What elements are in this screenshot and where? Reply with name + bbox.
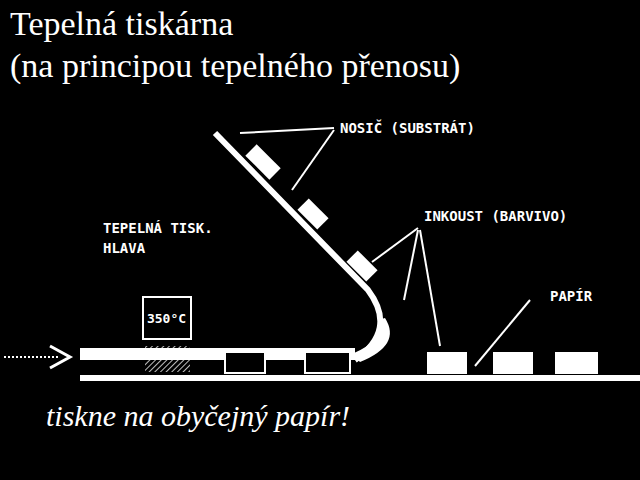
carrier-ribbon — [215, 133, 380, 360]
ink-block — [297, 198, 328, 229]
part-label: PAPÍR — [550, 286, 592, 306]
ink-block — [225, 352, 265, 373]
subtitle: (na principou tepelného přenosu) — [10, 46, 460, 86]
temperature-label: 350°C — [147, 311, 186, 326]
ink-block — [346, 250, 377, 281]
ink-block — [352, 318, 390, 362]
title: Tepelná tiskárna — [10, 4, 233, 44]
leader-lines — [240, 128, 530, 366]
ink-dot — [427, 352, 467, 374]
paper — [80, 375, 640, 381]
feed-arrow — [50, 346, 70, 368]
feed-arrow — [2, 354, 58, 360]
heating-head-box: 350°C — [142, 296, 192, 340]
heated-zone — [145, 346, 190, 372]
part-label: NOSIČ (SUBSTRÁT) — [340, 118, 475, 138]
ink-block — [245, 144, 280, 179]
ink-block — [305, 352, 350, 373]
ink-dot — [555, 352, 598, 374]
part-label: INKOUST (BARVIVO) — [424, 206, 567, 226]
caption: tiskne na obyčejný papír! — [46, 398, 350, 434]
part-label: TEPELNÁ TISK. HLAVA — [103, 218, 233, 258]
ink-dot — [493, 352, 533, 374]
